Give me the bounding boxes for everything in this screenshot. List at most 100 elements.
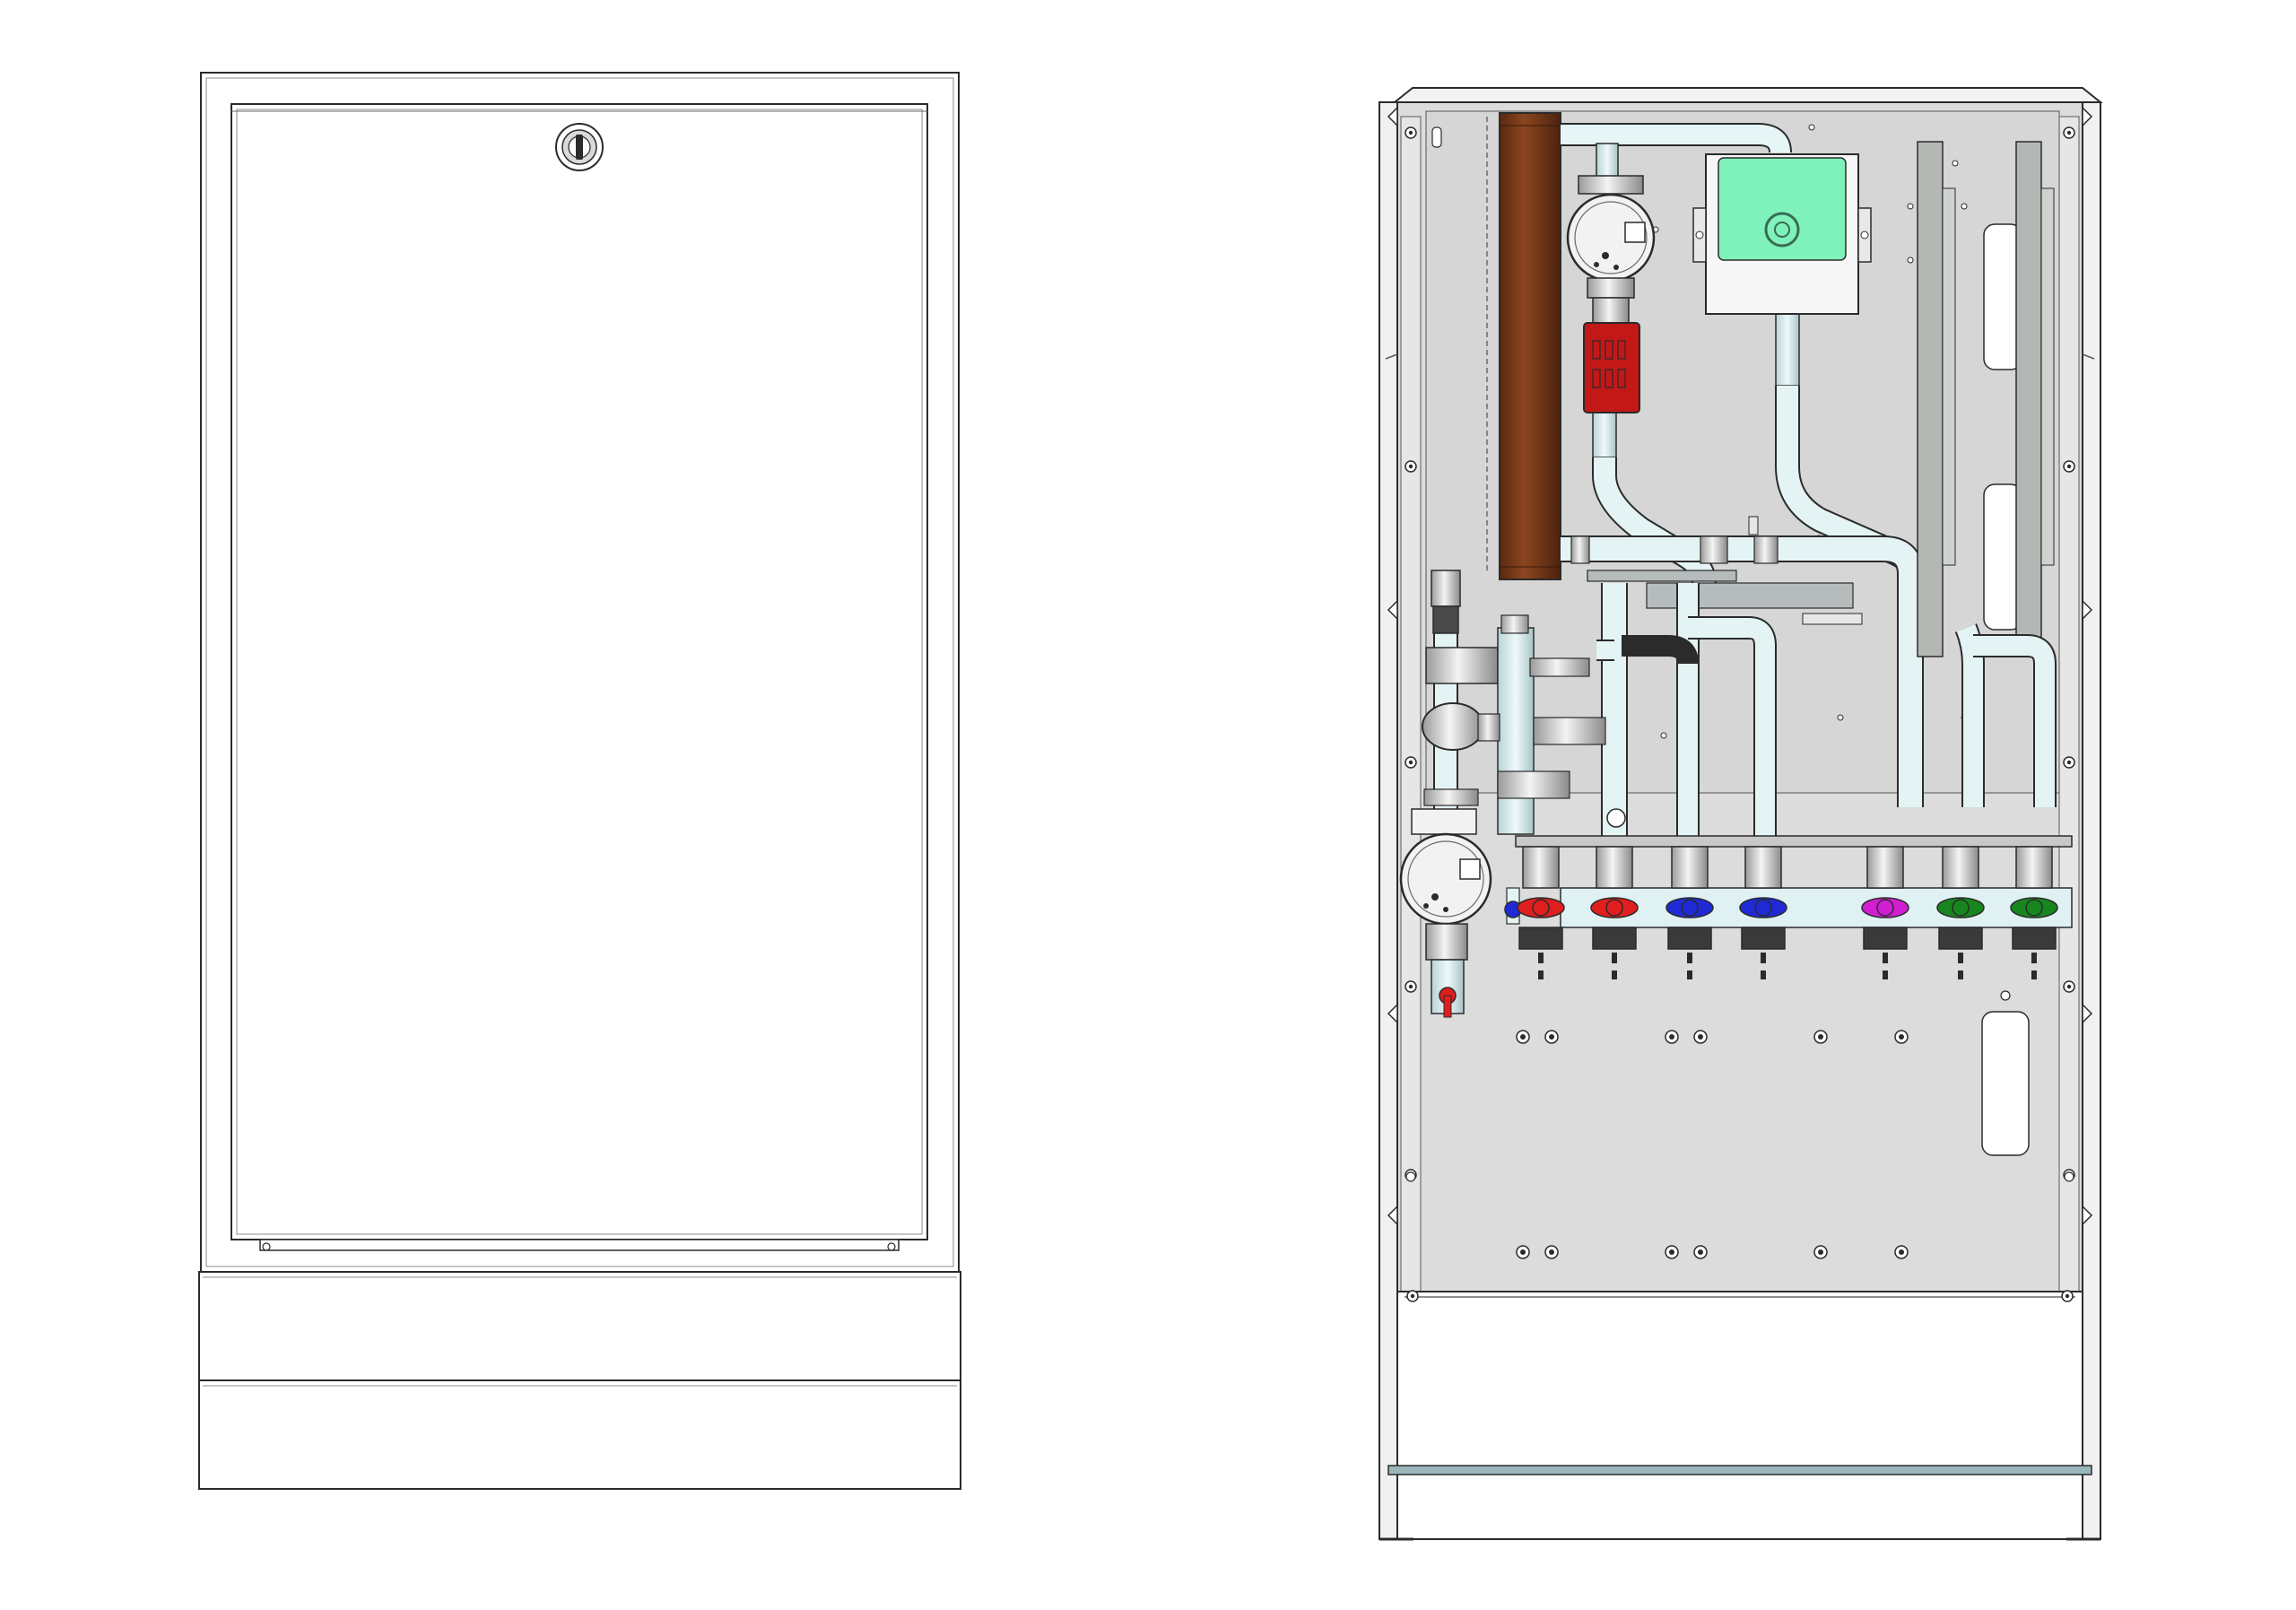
mounting-hole-center <box>1549 1249 1554 1255</box>
valve-coupling <box>1671 846 1709 889</box>
panel-hole <box>1907 257 1914 264</box>
valve-tag-upper <box>1958 953 1963 963</box>
panel-screw-center <box>2065 1293 2070 1299</box>
outlet-valves <box>1517 846 2058 979</box>
valve-outlet-nut <box>1938 927 1983 950</box>
valve-tag-upper <box>1612 953 1617 963</box>
lower-opening <box>1396 1291 2083 1540</box>
valve-tag-upper <box>1761 953 1766 963</box>
housing-right-flange <box>2082 101 2101 1540</box>
mounting-hole <box>2000 990 2011 1001</box>
open-cabinet-view <box>1378 87 2103 1541</box>
side-clips <box>1387 106 2093 1226</box>
mounting-hole-center <box>1520 1249 1526 1255</box>
ball-valve-icon <box>1504 887 1522 925</box>
outlet-manifold <box>1504 808 2073 928</box>
ball-valve-icon <box>1861 846 1909 979</box>
side-clip-right <box>2082 106 2093 127</box>
mounting-hole-center <box>1549 1034 1554 1040</box>
mounting-hole-center <box>1818 1034 1823 1040</box>
cabinet-plinth-upper <box>198 1271 961 1381</box>
plate-heat-exchanger <box>1486 112 1561 580</box>
vertical-feed-pipes <box>1596 583 1777 843</box>
ball-valve-icon <box>1590 846 1639 979</box>
valve-hub <box>1754 899 1772 917</box>
pump-icon <box>1399 808 1492 1018</box>
valve-tag-lower <box>1538 970 1544 979</box>
valve-hub <box>1876 899 1894 917</box>
valve-outlet-nut <box>1518 927 1563 950</box>
valve-coupling <box>1744 846 1782 889</box>
left-side-rail <box>1400 116 1422 1301</box>
valve-outlet-nut <box>1863 927 1908 950</box>
side-clip-left <box>1387 106 1398 127</box>
side-clip-left <box>1387 1205 1398 1226</box>
valve-outlet-nut <box>2012 927 2057 950</box>
mounting-rails <box>1917 141 2057 807</box>
valve-tag-upper <box>1883 953 1888 963</box>
side-clip-left <box>1387 599 1398 621</box>
door-rail-screw-left <box>262 1242 271 1251</box>
valve-tag-upper <box>1687 953 1692 963</box>
panel-screw-center <box>1408 984 1413 989</box>
mounting-hole-center <box>1698 1249 1703 1255</box>
mounting-hole-center <box>1520 1034 1526 1040</box>
valve-outlet-nut <box>1741 927 1786 950</box>
ball-valve-icon <box>1439 987 1457 1018</box>
valve-coupling <box>1942 846 1979 889</box>
valve-coupling <box>1866 846 1904 889</box>
ball-valve-icon <box>1936 846 1985 979</box>
ball-valve-icon <box>1665 846 1714 979</box>
door-lock-icon <box>555 123 604 171</box>
panel-screw-center <box>1408 760 1413 765</box>
valve-outlet-nut <box>1667 927 1712 950</box>
valve-coupling <box>1596 846 1633 889</box>
valve-tag-lower <box>1687 970 1692 979</box>
mounting-hole-center <box>1669 1249 1674 1255</box>
right-side-rail <box>2058 116 2080 1301</box>
panel-hole <box>1907 203 1914 210</box>
knockout-slot-lower <box>1981 1011 2030 1156</box>
door-bottom-rail <box>259 1239 900 1251</box>
bottom-crossbar <box>1387 1465 2092 1475</box>
cabinet-door-inner-edge <box>236 109 923 1235</box>
cabinet-frame-inner-edge <box>205 77 954 1267</box>
door-rail-screw-right <box>887 1242 896 1251</box>
valve-tag-upper <box>2031 953 2037 963</box>
valve-hub <box>1532 899 1550 917</box>
panel-screw-center <box>2066 464 2072 469</box>
panel-screw-center <box>2066 130 2072 135</box>
housing-left-flange <box>1378 101 1398 1540</box>
valve-coupling <box>1522 846 1560 889</box>
valve-tag-lower <box>1612 970 1617 979</box>
side-clip-right <box>2082 1003 2093 1024</box>
mounting-hole-center <box>1698 1034 1703 1040</box>
mounting-hole-center <box>1899 1034 1904 1040</box>
housing-top-right-edge <box>2082 353 2095 360</box>
mounting-hole <box>1405 1171 1416 1182</box>
valve-tag-lower <box>1883 970 1888 979</box>
mounting-hole-center <box>1899 1249 1904 1255</box>
housing-top-left-edge <box>1385 353 1398 360</box>
pump-icon <box>1566 175 1656 324</box>
mounting-hole-center <box>1669 1034 1674 1040</box>
valve-hub <box>2025 899 2043 917</box>
panel-screw-center <box>2066 984 2072 989</box>
mounting-hole <box>2064 1171 2074 1182</box>
panel-screw-center <box>1410 1293 1415 1299</box>
closed-cabinet-view <box>198 72 961 1490</box>
valve-tag-lower <box>2031 970 2037 979</box>
cabinet-plinth-lower <box>198 1379 961 1490</box>
panel-hole <box>1808 124 1815 131</box>
ball-valve-icon <box>1517 846 1565 979</box>
valve-outlet-nut <box>1592 927 1637 950</box>
valve-tag-lower <box>1958 970 1963 979</box>
ball-valve-icon <box>2010 846 2058 979</box>
panel-hole <box>1952 160 1959 167</box>
valve-tag-upper <box>1538 953 1544 963</box>
valve-hub <box>1952 899 1970 917</box>
side-clip-left <box>1387 1003 1398 1024</box>
valve-tag-lower <box>1761 970 1766 979</box>
